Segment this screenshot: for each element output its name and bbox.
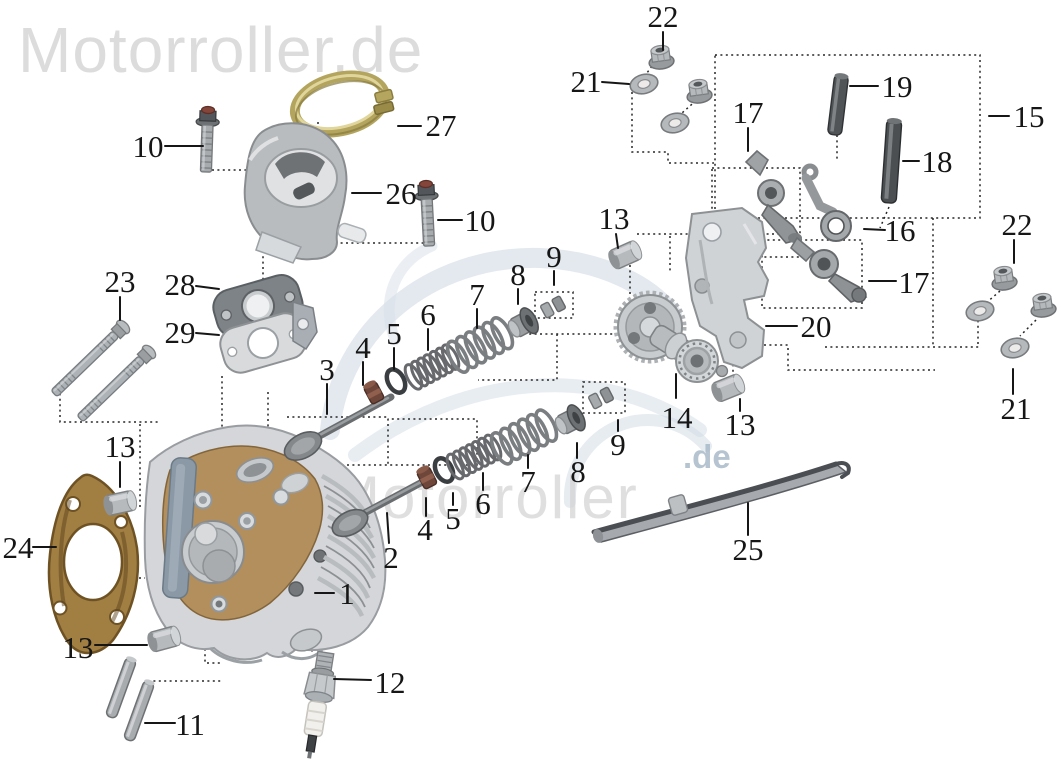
part-number-label-1: 1	[339, 576, 355, 611]
part-4-valve-seal-lower	[416, 465, 438, 490]
part-11-pin-upper	[104, 654, 139, 720]
part-number-label-8: 8	[510, 257, 526, 292]
part-17-rocker-arm-lower	[789, 236, 868, 303]
part-number-label-24: 24	[3, 530, 35, 565]
part-10-flange-bolt-left	[193, 105, 221, 174]
part-number-label-13: 13	[725, 407, 756, 442]
part-11-pin-lower	[122, 677, 157, 743]
part-number-label-2: 2	[383, 540, 399, 575]
part-21-washer-3	[963, 297, 997, 325]
part-21-washer-4	[998, 334, 1032, 362]
callout-leader-line-29	[195, 332, 220, 336]
part-number-label-21: 21	[1001, 391, 1032, 426]
callout-leader-line-2	[386, 512, 390, 544]
part-number-label-4: 4	[355, 330, 371, 365]
part-number-label-6: 6	[420, 297, 436, 332]
part-number-label-12: 12	[375, 665, 406, 700]
part-number-label-23: 23	[105, 264, 136, 299]
part-4-valve-seal-upper	[363, 380, 385, 405]
part-6-inner-valve-spring-upper	[403, 343, 461, 391]
part-number-label-10: 10	[465, 203, 496, 238]
part-7-outer-valve-spring-upper	[445, 316, 515, 374]
part-number-label-17: 17	[733, 95, 764, 130]
part-19-rocker-shaft-short	[827, 73, 849, 136]
part-number-label-15: 15	[1014, 99, 1045, 134]
part-3-intake-valve	[283, 393, 395, 461]
part-10-flange-bolt-right	[413, 179, 442, 248]
part-27-manifold-clamp	[289, 70, 395, 138]
part-number-label-20: 20	[801, 309, 832, 344]
part-number-label-13: 13	[599, 201, 630, 236]
part-number-label-18: 18	[922, 144, 953, 179]
part-number-label-8: 8	[570, 454, 586, 489]
part-16-cam-chain-guide-plate	[801, 163, 852, 242]
part-22-flange-nut-3	[989, 264, 1019, 293]
part-number-label-16: 16	[885, 213, 916, 248]
part-9-valve-cotters-lower	[588, 386, 614, 410]
watermark-text-center-de: .de	[683, 438, 731, 475]
part-13-dowel-pin-bottom-left	[144, 624, 184, 654]
part-number-label-9: 9	[546, 239, 562, 274]
parts-layer	[47, 43, 1058, 759]
part-22-flange-nut-1	[646, 43, 676, 72]
part-20-camshaft-holder	[684, 206, 770, 370]
part-17-rocker-arm-upper	[744, 149, 803, 244]
callout-leader-line-12	[333, 678, 372, 681]
part-number-label-14: 14	[662, 400, 694, 435]
part-number-label-9: 9	[610, 427, 626, 462]
watermark-layer: Motorroller.de Motorroller .de	[18, 14, 731, 531]
part-22-flange-nut-2	[684, 77, 714, 106]
part-1-cylinder-head	[143, 424, 387, 664]
part-number-label-26: 26	[386, 176, 417, 211]
part-number-label-7: 7	[520, 464, 536, 499]
part-number-label-21: 21	[571, 64, 602, 99]
part-13-dowel-pin-mid	[708, 371, 748, 405]
part-number-label-5: 5	[386, 316, 402, 351]
part-14-camshaft	[613, 290, 729, 383]
part-21-washer-2	[658, 109, 692, 137]
part-7-outer-valve-spring-lower	[489, 408, 559, 466]
callout-leader-line-16	[863, 228, 886, 231]
part-number-label-10: 10	[133, 129, 164, 164]
part-number-label-22: 22	[648, 0, 679, 34]
part-number-label-11: 11	[175, 707, 205, 742]
part-number-label-29: 29	[165, 315, 196, 350]
callout-leader-line-13	[615, 233, 619, 249]
part-number-label-19: 19	[882, 69, 913, 104]
part-number-label-5: 5	[445, 501, 461, 536]
part-number-label-17: 17	[899, 265, 930, 300]
part-head-bracket	[292, 300, 318, 351]
part-26-intake-manifold	[243, 122, 367, 264]
part-number-label-7: 7	[469, 277, 485, 312]
part-8-spring-retainer-lower	[554, 404, 586, 435]
part-number-label-13: 13	[63, 630, 94, 665]
callout-leader-line-21	[601, 81, 630, 85]
part-number-label-3: 3	[319, 352, 335, 387]
part-9-valve-cotters-upper	[540, 295, 566, 319]
part-number-label-13: 13	[105, 429, 136, 464]
part-22-flange-nut-4	[1028, 291, 1058, 320]
part-number-label-22: 22	[1002, 207, 1033, 242]
part-8-spring-retainer-upper	[507, 307, 539, 338]
callout-leader-line-28	[195, 285, 220, 290]
part-25-cam-chain-guide	[591, 461, 851, 543]
part-number-label-6: 6	[475, 486, 491, 521]
part-24-cylinder-head-gasket	[47, 473, 140, 655]
part-5-spring-seat-upper	[384, 367, 408, 395]
part-number-label-28: 28	[165, 267, 196, 302]
part-18-rocker-shaft-long	[880, 118, 903, 204]
part-2-exhaust-valve	[331, 476, 430, 538]
part-21-washer-1	[627, 70, 661, 98]
part-number-label-4: 4	[417, 512, 433, 547]
part-number-label-25: 25	[733, 532, 764, 567]
part-29-insulator-gasket	[219, 312, 307, 374]
part-5-spring-seat-lower	[432, 456, 456, 484]
part-number-label-27: 27	[426, 108, 457, 143]
part-12-spark-plug	[303, 650, 337, 759]
